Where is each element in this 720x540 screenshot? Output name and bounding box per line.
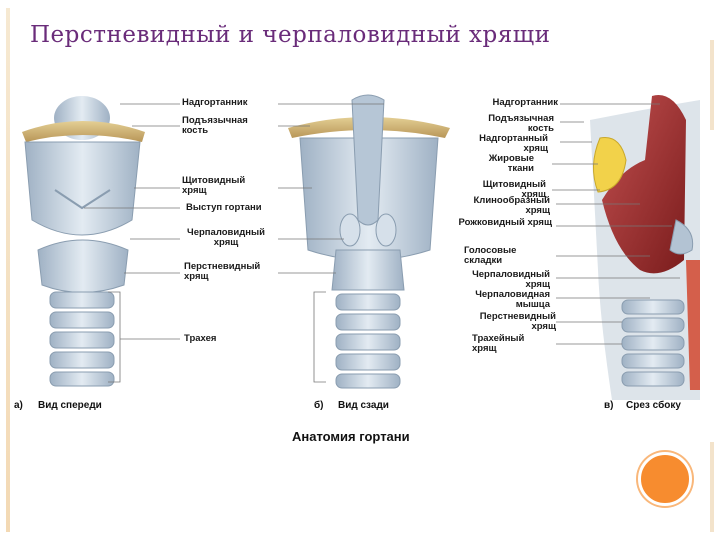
label-side-corniculate-cartilage: Рожковидный хрящ [456,218,552,228]
panel-a-name: Вид спереди [38,400,102,411]
label-hyoid-bone: Подъязычная кость [182,116,272,136]
label-side-cuneiform-cartilage: Клинообразный хрящ [454,196,550,216]
back-view-drawing [288,95,450,388]
panel-a-letter: а) [14,400,23,411]
label-side-vocal-folds: Голосовые складки [464,246,544,266]
label-arytenoid-cartilage: Черпаловидный хрящ [176,228,276,248]
label-epiglottis: Надгортанник [182,98,248,108]
label-side-arytenoid-muscle: Черпаловидная мышца [454,290,550,310]
larynx-anatomy-figure: Надгортанник Подъязычная кость Щитовидны… [0,80,720,460]
label-side-epiglottic-cartilage: Надгортанный хрящ [466,134,548,154]
panel-b-letter: б) [314,400,324,411]
label-side-fat-tissue: Жировые ткани [470,154,534,174]
panel-b-name: Вид сзади [338,400,389,411]
label-cricoid-cartilage: Перстневидный хрящ [184,262,280,282]
slide-title: Перстневидный и черпаловидный хрящи [30,22,550,48]
label-thyroid-cartilage: Щитовидный хрящ [182,176,272,196]
label-trachea: Трахея [184,334,216,344]
front-view-drawing [22,96,145,386]
label-side-arytenoid-cartilage: Черпаловидный хрящ [454,270,550,290]
label-side-hyoid-bone: Подъязычная кость [466,114,554,134]
figure-caption: Анатомия гортани [292,429,410,444]
label-side-tracheal-cartilage: Трахейный хрящ [472,334,544,354]
orange-circle-decoration [638,452,692,506]
side-section-drawing [590,95,700,400]
label-laryngeal-prominence: Выступ гортани [186,203,262,213]
label-side-epiglottis: Надгортанник [460,98,558,108]
label-side-cricoid-cartilage: Перстневидный хрящ [454,312,556,332]
panel-c-letter: в) [604,400,613,411]
panel-c-name: Срез сбоку [626,400,681,411]
